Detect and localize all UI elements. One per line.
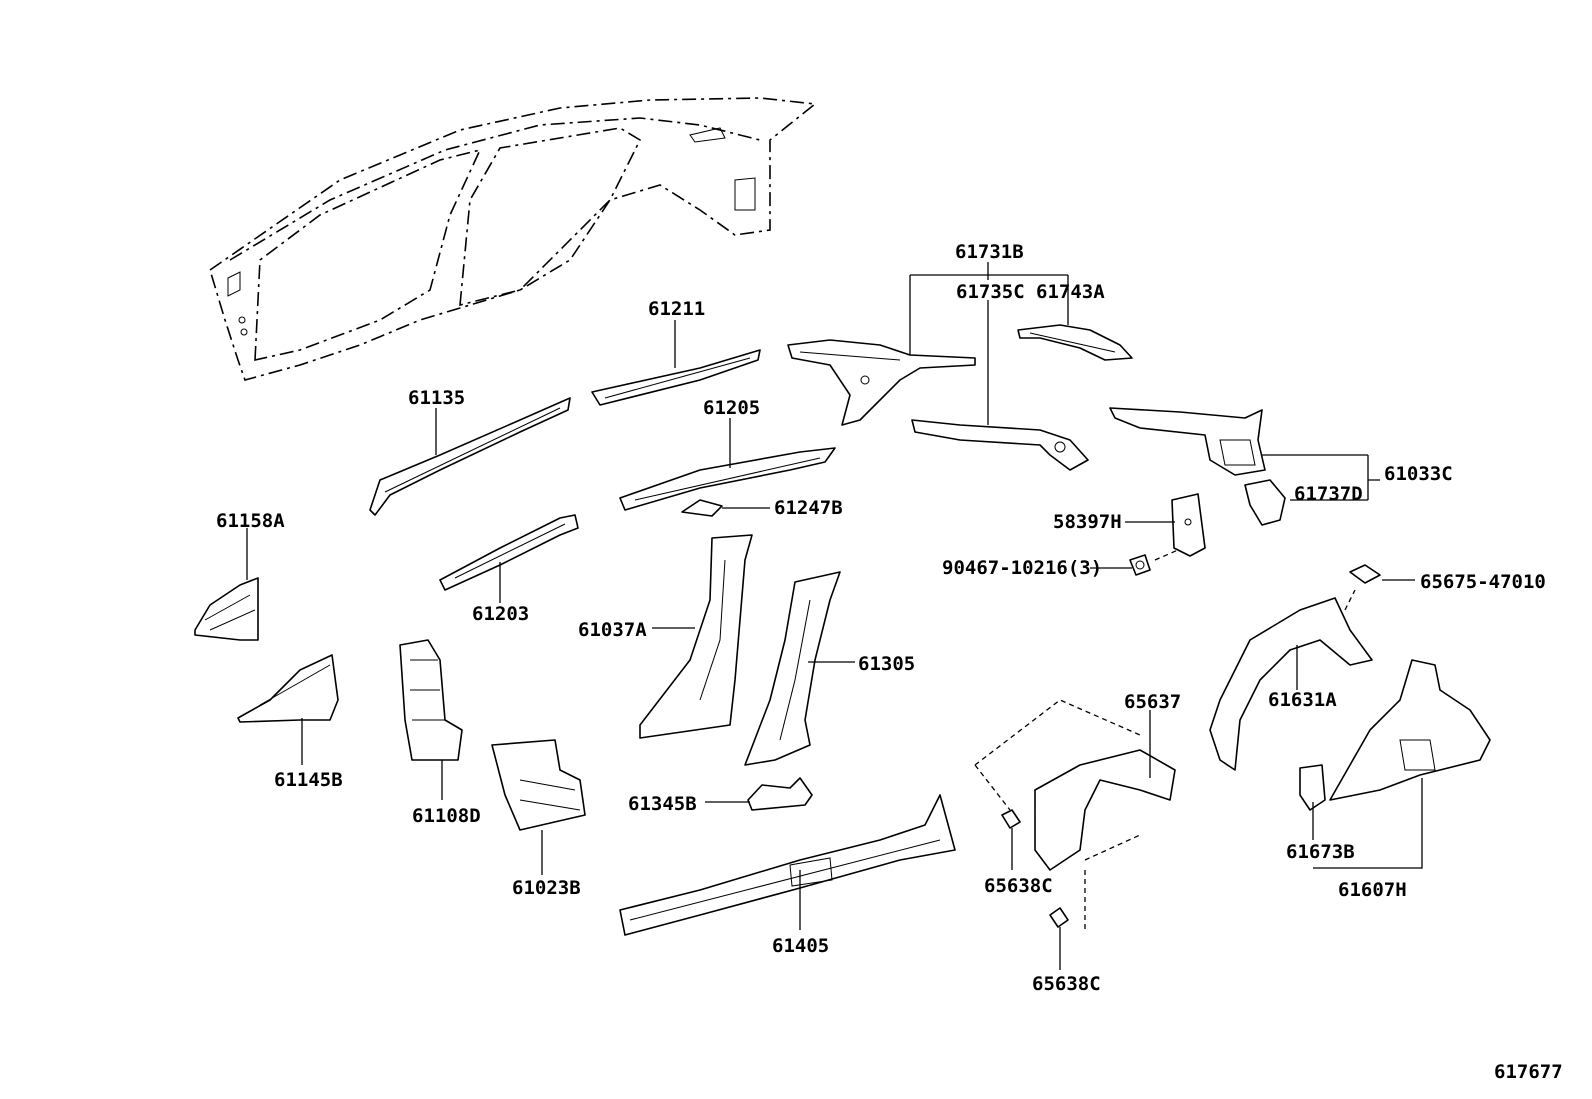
part-61631A[interactable]: [1209, 597, 1373, 771]
part-61158A[interactable]: [194, 577, 259, 641]
part-61037A[interactable]: [639, 534, 753, 739]
part-65675-47010[interactable]: [1349, 564, 1381, 584]
label-65675-47010[interactable]: 65675-47010: [1420, 571, 1546, 593]
label-65637[interactable]: 65637: [1124, 691, 1181, 713]
part-61033C[interactable]: [1109, 407, 1266, 476]
body-side-outline: [209, 97, 818, 381]
part-65638C-lower[interactable]: [1049, 907, 1069, 928]
label-61037A[interactable]: 61037A: [578, 619, 647, 641]
part-61203[interactable]: [439, 514, 579, 591]
label-61023B[interactable]: 61023B: [512, 877, 581, 899]
label-61743A[interactable]: 61743A: [1036, 281, 1105, 303]
label-58397H[interactable]: 58397H: [1053, 511, 1122, 533]
label-61135[interactable]: 61135: [408, 387, 465, 409]
part-61405[interactable]: [619, 794, 956, 936]
part-65638C-upper[interactable]: [1001, 809, 1021, 829]
label-61205[interactable]: 61205: [703, 397, 760, 419]
label-61631A[interactable]: 61631A: [1268, 689, 1337, 711]
part-61108D[interactable]: [399, 639, 463, 761]
label-61735C[interactable]: 61735C: [956, 281, 1025, 303]
label-65638C-upper[interactable]: 65638C: [984, 875, 1053, 897]
part-61145B[interactable]: [237, 654, 339, 723]
part-61135[interactable]: [369, 397, 571, 516]
label-61145B[interactable]: 61145B: [274, 769, 343, 791]
part-61247B[interactable]: [681, 499, 723, 517]
part-90467-10216[interactable]: [1129, 554, 1151, 576]
part-61023B[interactable]: [491, 739, 586, 831]
label-61737D[interactable]: 61737D: [1294, 483, 1363, 505]
leader-lines: [246, 262, 1423, 970]
part-61211[interactable]: [591, 349, 761, 406]
part-58397H[interactable]: [1171, 493, 1206, 557]
label-61203[interactable]: 61203: [472, 603, 529, 625]
part-61735C[interactable]: [911, 419, 1089, 471]
part-labels: 61731B 61735C 61743A 61211 61135 61205 6…: [216, 241, 1563, 1083]
part-61607H[interactable]: [1329, 659, 1491, 801]
part-61743A[interactable]: [1017, 324, 1133, 361]
label-90467-10216[interactable]: 90467-10216(3): [942, 557, 1102, 579]
part-61345B[interactable]: [747, 777, 813, 811]
part-61305[interactable]: [744, 571, 841, 766]
label-61607H[interactable]: 61607H: [1338, 879, 1407, 901]
part-61205[interactable]: [619, 447, 836, 511]
label-61673B[interactable]: 61673B: [1286, 841, 1355, 863]
label-61247B[interactable]: 61247B: [774, 497, 843, 519]
part-61731B[interactable]: [787, 339, 976, 426]
label-61158A[interactable]: 61158A: [216, 510, 285, 532]
part-65637[interactable]: [974, 699, 1176, 930]
label-61405[interactable]: 61405: [772, 935, 829, 957]
diagram-id: 617677: [1494, 1061, 1563, 1083]
label-61731B[interactable]: 61731B: [955, 241, 1024, 263]
part-61737D[interactable]: [1244, 479, 1286, 526]
label-61305[interactable]: 61305: [858, 653, 915, 675]
part-61673B[interactable]: [1299, 764, 1326, 811]
label-61033C[interactable]: 61033C: [1384, 463, 1453, 485]
label-65638C-lower[interactable]: 65638C: [1032, 973, 1101, 995]
label-61345B[interactable]: 61345B: [628, 793, 697, 815]
label-61211[interactable]: 61211: [648, 298, 705, 320]
label-61108D[interactable]: 61108D: [412, 805, 481, 827]
